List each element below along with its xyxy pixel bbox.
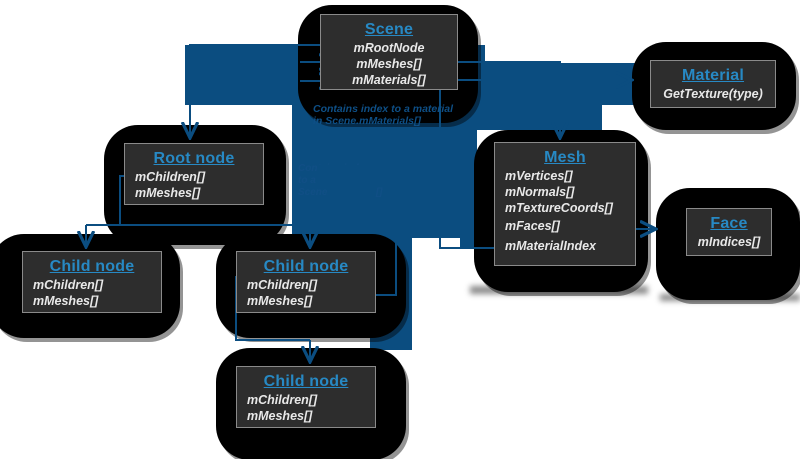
card-mesh-title: Mesh (544, 149, 586, 166)
card-root-node[interactable]: Root node mChildren[] mMeshes[] (124, 143, 264, 205)
card-child-node-3[interactable]: Child node mChildren[] mMeshes[] (236, 366, 376, 428)
card-material[interactable]: Material GetTexture(type) (650, 60, 776, 108)
card-mesh-field-1[interactable]: mNormals[] (505, 185, 575, 199)
card-mesh-field-4[interactable]: mMaterialIndex (505, 239, 597, 253)
card-root-node-field-1[interactable]: mMeshes[] (135, 186, 201, 200)
wire-scene-meshes (424, 61, 561, 118)
card-child-node-3-field-0[interactable]: mChildren[] (247, 393, 318, 407)
blue-overlay-note-mask-2 (328, 186, 376, 196)
wire-scene-rootnode (189, 44, 336, 118)
card-child-node-1-field-1[interactable]: mMeshes[] (33, 294, 99, 308)
blue-backdrop-arm (470, 63, 640, 105)
card-scene-field-2[interactable]: mMaterials[] (352, 73, 426, 87)
card-scene-field-0[interactable]: mRootNode (353, 41, 425, 55)
card-material-field-0[interactable]: GetTexture(type) (663, 87, 763, 101)
card-mesh[interactable]: Mesh mVertices[] mNormals[] mTextureCoor… (494, 142, 636, 266)
card-child-node-2[interactable]: Child node mChildren[] mMeshes[] (236, 251, 376, 313)
card-face[interactable]: Face mIndices[] (686, 208, 772, 256)
card-root-node-title: Root node (153, 150, 235, 167)
shadow-band-face (660, 294, 800, 301)
card-face-title: Face (710, 215, 748, 232)
card-child-node-1-title: Child node (49, 258, 135, 275)
blue-overlay-note-mask (318, 165, 388, 187)
card-scene-title: Scene (364, 21, 414, 38)
card-child-node-2-title: Child node (263, 258, 349, 275)
card-mesh-field-0[interactable]: mVertices[] (505, 169, 573, 183)
card-child-node-1-field-0[interactable]: mChildren[] (33, 278, 104, 292)
card-child-node-3-title: Child node (263, 373, 349, 390)
shadow-band-mesh (470, 286, 648, 294)
card-face-field-0[interactable]: mIndices[] (697, 235, 761, 249)
card-child-node-2-field-1[interactable]: mMeshes[] (247, 294, 313, 308)
card-material-title: Material (681, 67, 745, 84)
card-scene-field-1[interactable]: mMeshes[] (356, 57, 422, 71)
card-root-node-field-0[interactable]: mChildren[] (135, 170, 206, 184)
card-child-node-2-field-0[interactable]: mChildren[] (247, 278, 318, 292)
card-mesh-field-2[interactable]: mTextureCoords[] (505, 201, 613, 215)
card-mesh-field-3[interactable]: mFaces[] (505, 219, 560, 233)
note-material-index: Contains index to a material in Scene.mM… (313, 103, 454, 127)
card-child-node-3-field-1[interactable]: mMeshes[] (247, 409, 313, 423)
card-scene[interactable]: Scene mRootNode mMeshes[] mMaterials[] (320, 14, 458, 90)
card-child-node-1[interactable]: Child node mChildren[] mMeshes[] (22, 251, 162, 313)
